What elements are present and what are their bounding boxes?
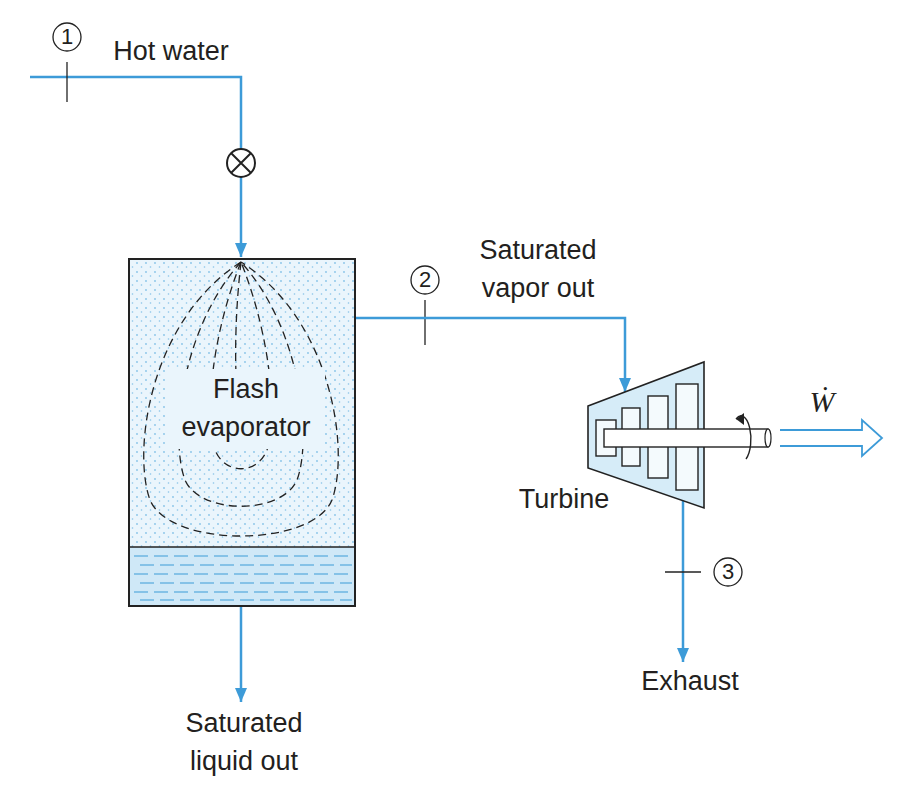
drawing-part: [140, 564, 352, 565]
turbine-symbol: Turbine: [585, 358, 707, 512]
drawing-part: [240, 607, 243, 702]
stream-label: Saturated liquid out: [164, 705, 324, 781]
drawing-part: [134, 591, 352, 592]
drawing-part: [140, 582, 352, 583]
drawing-part: [128, 546, 356, 548]
callout-number: 3: [722, 561, 734, 583]
drawing-part: [588, 362, 771, 508]
drawing-part: [665, 571, 701, 572]
drawing-part: [134, 556, 352, 600]
drawing-part: [424, 300, 425, 345]
valve-symbol: [227, 149, 255, 177]
flow-lines: [30, 77, 683, 702]
drawing-part: [30, 77, 241, 149]
drawing-part: [66, 62, 67, 102]
flash-evaporator-box: Flash evaporator: [128, 258, 356, 607]
drawing-part: [736, 413, 744, 425]
drawing-part: [128, 547, 356, 607]
drawing-part: [53, 23, 81, 51]
stream-label: Exhaust: [641, 663, 739, 701]
drawing-part: [780, 420, 882, 456]
stream-label: Saturated vapor out: [458, 232, 618, 308]
spray-pattern: [144, 262, 339, 536]
drawing-part: [714, 558, 742, 586]
drawing-part: [231, 153, 251, 173]
drawing-part: [134, 555, 352, 556]
equipment-name: Flash evaporator: [167, 369, 325, 449]
drawing-part: [227, 149, 255, 177]
power-arrow: [780, 420, 882, 456]
state-markers: [53, 23, 742, 586]
drawing-part: [682, 501, 685, 662]
power-symbol: Ẇ: [810, 387, 835, 417]
drawing-part: [765, 429, 771, 447]
flow-connector: [356, 318, 625, 392]
callout-number: 1: [61, 26, 73, 48]
drawing-part: [134, 573, 352, 574]
drawing-part: [411, 266, 439, 294]
drawing-part: [240, 177, 243, 257]
drawing-part: [128, 258, 356, 547]
drawing-part: [144, 262, 339, 536]
callout-number: 2: [419, 269, 431, 291]
drawing-part: [140, 599, 352, 600]
stream-label: Hot water: [113, 33, 229, 71]
evaporator-fill: [128, 258, 356, 607]
drawing-part: [604, 429, 768, 447]
equipment-name: Turbine: [519, 481, 610, 519]
